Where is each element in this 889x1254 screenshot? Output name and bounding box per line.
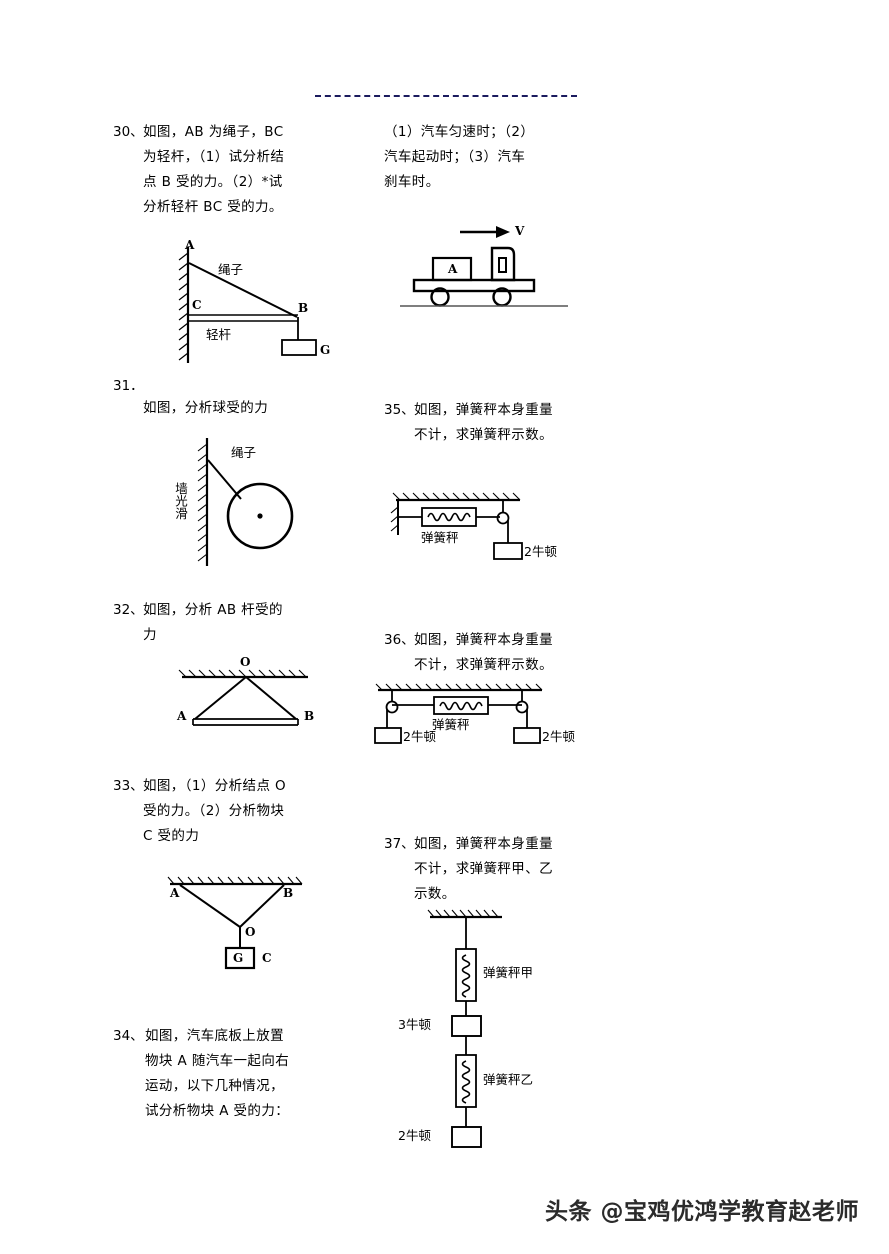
figure-32-label-o: O [240, 655, 251, 669]
figure-triangle-bar-ab: O A B [168, 655, 328, 740]
figure-33-label-b: B [283, 886, 294, 900]
problem-35-number: 35、 [384, 402, 415, 418]
figure-30-label-rope: 绳子 [218, 262, 244, 277]
figure-34-label-block: A [448, 262, 458, 276]
figure-33-label-c: C [262, 951, 272, 965]
problem-34-number: 34、 [113, 1028, 144, 1044]
figure-35-label-weight: 2牛顿 [524, 544, 557, 559]
problem-36-number: 36、 [384, 632, 415, 648]
figure-rope-and-light-rod: A B C G 绳子 轻杆 [170, 238, 340, 365]
figure-two-spring-scales-vertical-chain: 弹簧秤甲 3牛顿 弹簧秤乙 2牛顿 [398, 903, 590, 1153]
figure-36-label-weight-right: 2牛顿 [542, 729, 575, 744]
problem-30-text: 如图，AB 为绳子，BC 为轻杆，（1）试分析结 点 B 受的力。（2）*试 分… [143, 124, 285, 215]
figure-31-label-wall: 墙光滑 [173, 482, 188, 520]
dashed-separator [315, 95, 577, 97]
problem-32-text: 如图，分析 AB 杆受的 力 [143, 602, 283, 643]
figure-36-label-scale: 弹簧秤 [432, 717, 470, 732]
problem-31-number: 31． [113, 378, 144, 394]
problem-36-text: 如图，弹簧秤本身重量 不计，求弹簧秤示数。 [414, 632, 553, 673]
figure-32-label-b: B [304, 709, 315, 723]
figure-ball-against-smooth-wall: 绳子 墙光滑 [173, 438, 333, 568]
problem-35-text: 如图，弹簧秤本身重量 不计，求弹簧秤示数。 [414, 402, 553, 443]
problem-37-number: 37、 [384, 836, 415, 852]
figure-37-label-scale-yi: 弹簧秤乙 [483, 1072, 534, 1087]
problem-34-conditions: （1）汽车匀速时；（2） 汽车起动时；（3）汽车 刹车时。 [384, 124, 535, 190]
figure-34-label-velocity: V [515, 224, 525, 238]
figure-36-label-weight-left: 2牛顿 [403, 729, 436, 744]
figure-32-label-a: A [177, 709, 187, 723]
problem-30-number: 30、 [113, 124, 144, 140]
figure-30-label-rod: 轻杆 [206, 327, 232, 342]
figure-33-label-a: A [170, 886, 180, 900]
footer-watermark: 头条 @宝鸡优鸿学教育赵老师 [545, 1199, 860, 1225]
figure-33-label-o: O [245, 925, 256, 939]
figure-37-label-scale-jia: 弹簧秤甲 [483, 965, 534, 980]
problem-32-number: 32、 [113, 602, 144, 618]
figure-spring-scale-two-pulleys: 弹簧秤 2牛顿 2牛顿 [370, 680, 575, 755]
problem-37-text: 如图，弹簧秤本身重量 不计，求弹簧秤甲、乙 示数。 [414, 836, 553, 902]
figure-spring-scale-single-pulley: 弹簧秤 2牛顿 [388, 487, 568, 572]
figure-37-label-weight-mid: 3牛顿 [398, 1017, 431, 1032]
figure-30-label-c: C [192, 298, 202, 312]
figure-31-label-rope: 绳子 [231, 445, 257, 460]
figure-truck-with-block-a: V A [400, 218, 570, 313]
problem-33-text: 如图，（1）分析结点 O 受的力。（2）分析物块 C 受的力 [143, 778, 287, 844]
problem-33-number: 33、 [113, 778, 144, 794]
figure-30-label-b: B [298, 301, 309, 315]
problem-31-text: 如图，分析球受的力 [143, 400, 269, 416]
figure-30-label-g: G [320, 343, 331, 357]
figure-30-label-a: A [185, 238, 195, 252]
figure-35-label-scale: 弹簧秤 [421, 530, 459, 545]
figure-knot-o-hanging-block-c: A B O G C [160, 870, 325, 975]
figure-37-label-weight-bottom: 2牛顿 [398, 1128, 431, 1143]
problem-34-text: 如图，汽车底板上放置 物块 A 随汽车一起向右 运动，以下几种情况， 试分析物块… [145, 1028, 290, 1119]
figure-33-label-g: G [233, 951, 244, 965]
